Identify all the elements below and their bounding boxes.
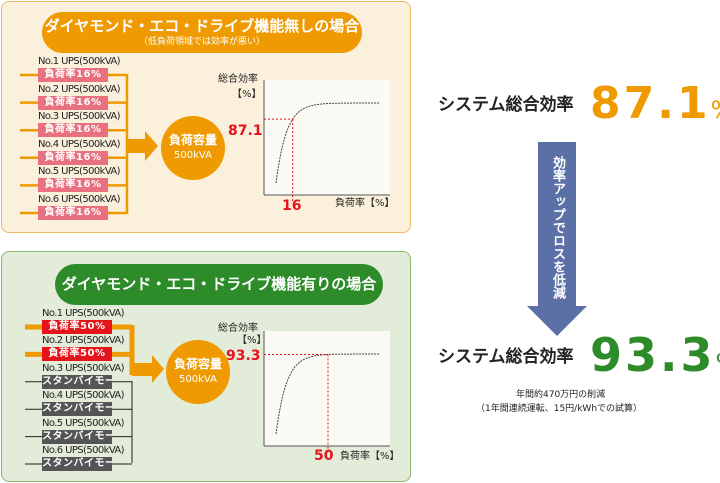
ups-unit-status: スタンバイモード [42, 402, 112, 416]
ups-unit-name: No.5 UPS(500kVA) [42, 418, 125, 429]
chart-x-marker: 50 [314, 448, 334, 464]
ups-unit-status: 負荷率50% [42, 347, 112, 361]
capacity-circle-without: 負荷容量 500kVA [161, 116, 225, 180]
chart-ylabel: 総合効率 [218, 323, 258, 334]
ups-unit-name: No.1 UPS(500kVA) [38, 56, 121, 67]
system-efficiency-label-before: システム総合効率 [438, 95, 574, 115]
down-arrow-head [527, 306, 587, 336]
capacity-circle-with: 負荷容量 500kVA [166, 340, 230, 404]
flow-arrow-head [152, 355, 164, 383]
title-with: ダイヤモンド・エコ・ドライブ機能有りの場合 [55, 264, 383, 305]
efficiency-after: 93.3% [590, 330, 720, 381]
ups-unit-status: スタンバイモード [42, 375, 112, 389]
savings-note: 年間約470万円の削減 [516, 390, 606, 400]
efficiency-curve [275, 353, 380, 435]
ups-unit-status: 負荷率16% [38, 96, 108, 110]
ups-unit-status: 負荷率16% [38, 206, 108, 220]
ups-unit-name: No.4 UPS(500kVA) [42, 390, 125, 401]
capacity-value: 500kVA [174, 150, 212, 161]
chart-y-marker: 93.3 [226, 348, 261, 364]
ups-unit-status: スタンバイモード [42, 457, 112, 471]
title-without-text: ダイヤモンド・エコ・ドライブ機能無しの場合 [44, 17, 360, 35]
title-with-text: ダイヤモンド・エコ・ドライブ機能有りの場合 [61, 275, 377, 293]
arrow-text: 効率アップでロスを低減 [550, 156, 565, 299]
chart-yunit: 【%】 [232, 89, 262, 100]
system-efficiency-label-after: システム総合効率 [438, 347, 574, 367]
ups-unit-name: No.1 UPS(500kVA) [42, 308, 125, 319]
chart-yunit: 【%】 [237, 335, 267, 346]
chart-plot-area [264, 80, 390, 195]
ups-unit-name: No.5 UPS(500kVA) [38, 166, 121, 177]
efficiency-after-value: 93.3 [590, 328, 716, 382]
chart-x-marker: 16 [282, 198, 302, 214]
subtitle-without: （低負荷領域では効率が悪い） [138, 37, 265, 47]
efficiency-before: 87.1% [590, 78, 720, 129]
capacity-label: 負荷容量 [173, 357, 222, 371]
flow-arrow-body [132, 363, 152, 376]
efficiency-curve [275, 102, 380, 184]
ups-unit-name: No.2 UPS(500kVA) [42, 335, 125, 346]
ups-unit-name: No.4 UPS(500kVA) [38, 139, 121, 150]
chart-plot-area [264, 331, 390, 446]
chart-y-marker: 87.1 [228, 123, 263, 139]
capacity-label: 負荷容量 [168, 133, 217, 147]
percent-sign: % [711, 96, 720, 124]
ups-unit-name: No.6 UPS(500kVA) [42, 445, 125, 456]
ups-unit-status: スタンバイモード [42, 430, 112, 444]
ups-unit-status: 負荷率16% [38, 151, 108, 165]
ups-unit-status: 負荷率16% [38, 68, 108, 82]
ups-unit-status: 負荷率50% [42, 320, 112, 334]
chart-xlabel: 負荷率【%】 [335, 198, 395, 209]
ups-unit-name: No.3 UPS(500kVA) [38, 111, 121, 122]
ups-unit-name: No.6 UPS(500kVA) [38, 194, 121, 205]
ups-unit-status: 負荷率16% [38, 123, 108, 137]
ups-unit-status: 負荷率16% [38, 178, 108, 192]
capacity-value: 500kVA [179, 374, 217, 385]
efficiency-before-value: 87.1 [590, 78, 711, 129]
percent-sign: % [716, 349, 720, 377]
down-arrow [538, 142, 576, 307]
flow-arrow-head [145, 131, 158, 161]
calculation-note: （1年間連続運転、15円/kWhでの試算） [476, 404, 643, 414]
title-without: ダイヤモンド・エコ・ドライブ機能無しの場合 （低負荷領域では効率が悪い） [42, 12, 362, 53]
ups-unit-name: No.3 UPS(500kVA) [42, 363, 125, 374]
ups-unit-name: No.2 UPS(500kVA) [38, 84, 121, 95]
chart-xlabel: 負荷率【%】 [340, 451, 400, 462]
chart-ylabel: 総合効率 [218, 74, 258, 85]
flow-arrow-body [127, 139, 145, 153]
